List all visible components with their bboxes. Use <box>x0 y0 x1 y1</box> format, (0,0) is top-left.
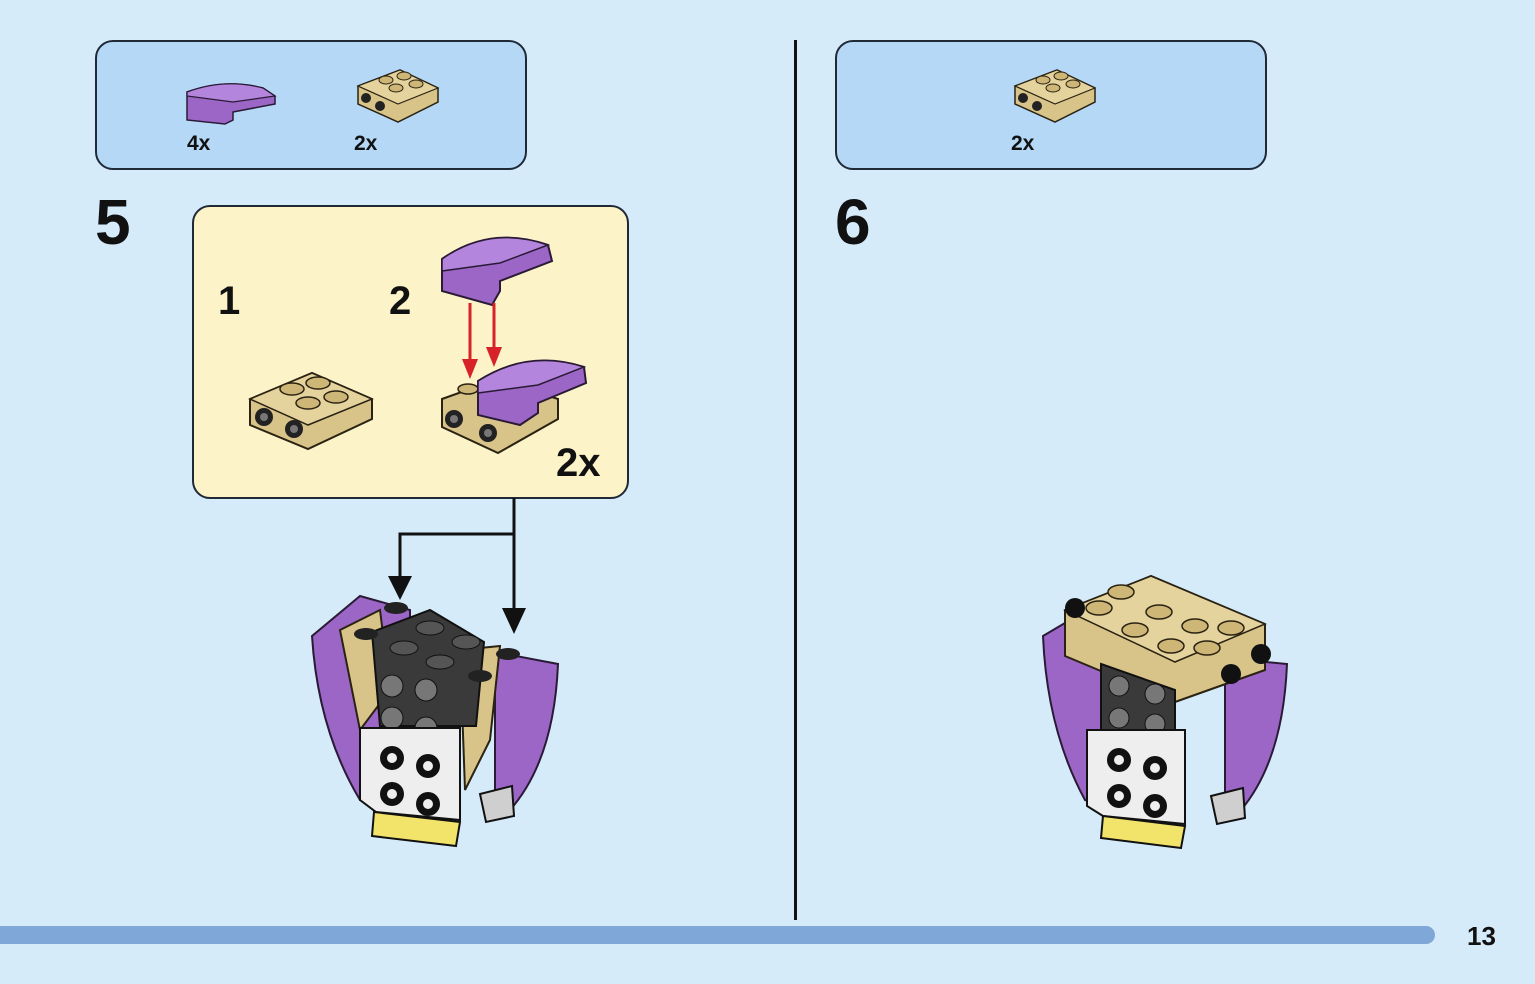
placement-arrow-icon <box>388 498 526 634</box>
substep-number-1: 1 <box>218 279 241 323</box>
part-qty-purple-slope: 4x <box>187 132 211 155</box>
tan-bracket-with-slope-icon <box>441 359 588 455</box>
page-number: 13 <box>1467 921 1496 951</box>
part-qty-tan-bracket: 2x <box>354 132 378 155</box>
step-number-6: 6 <box>835 186 871 258</box>
page-progress-bar <box>0 926 1435 944</box>
step-number-5: 5 <box>95 186 131 258</box>
tan-bracket-plate-icon <box>1013 69 1097 123</box>
substep-number-2: 2 <box>389 279 412 323</box>
purple-curved-slope-icon <box>441 236 554 307</box>
step-divider <box>794 40 797 920</box>
step-6-model-illustration <box>1041 574 1289 850</box>
purple-curved-slope-icon <box>186 83 277 125</box>
substep-panel: 1 2 2x <box>192 205 629 499</box>
tan-bracket-plate-icon <box>356 69 440 123</box>
tan-bracket-plate-icon <box>248 371 374 451</box>
parts-list-step-5: 4x 2x <box>95 40 527 170</box>
substep-multiplier: 2x <box>556 441 601 485</box>
part-qty-tan-bracket: 2x <box>1011 132 1035 155</box>
red-arrow-icon <box>462 303 502 379</box>
parts-list-step-6: 2x <box>835 40 1267 170</box>
step-5-model-illustration <box>310 594 560 848</box>
